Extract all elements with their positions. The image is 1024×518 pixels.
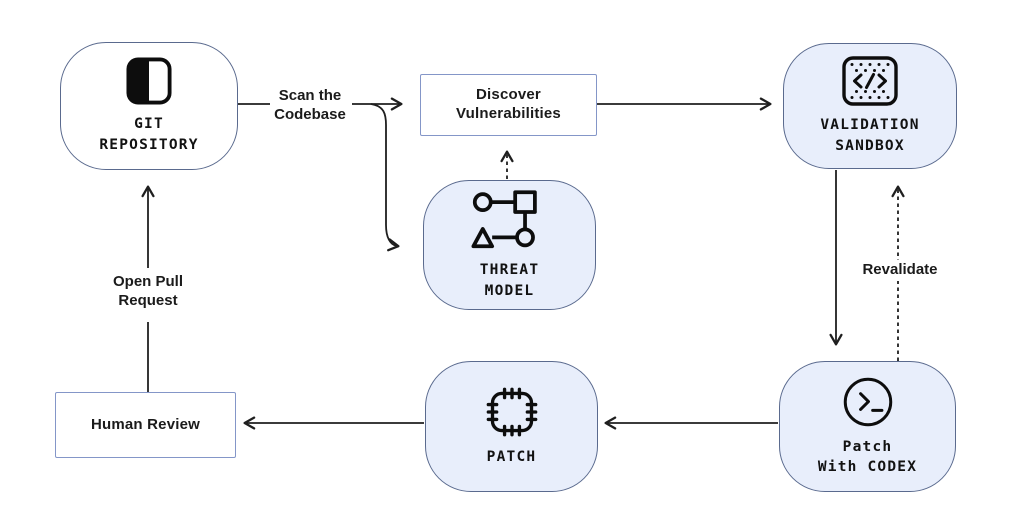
node-label-line: MODEL: [484, 282, 535, 299]
node-threat-model: THREAT MODEL: [423, 180, 596, 310]
node-discover-vulnerabilities: Discover Vulnerabilities: [420, 74, 597, 136]
node-label-line: Discover: [476, 86, 541, 104]
node-patch-with-codex: Patch With CODEX: [779, 361, 956, 492]
node-label-line: Human Review: [90, 415, 201, 433]
node-label-line: Patch: [842, 438, 893, 455]
node-label-line: GIT: [134, 116, 164, 133]
edge-label-open-pull-request: Open Pull Request: [112, 273, 183, 309]
node-label-line: Vulnerabilities: [456, 105, 561, 122]
edge-scan-branch-to-threat-model: [370, 103, 400, 252]
node-label-line: PATCH: [486, 448, 537, 465]
node-label-line: SANDBOX: [835, 137, 905, 154]
code-sandbox-icon: [842, 56, 898, 106]
node-validation-sandbox: VALIDATION SANDBOX: [783, 43, 957, 169]
git-repo-icon: [126, 57, 172, 105]
patch-stitch-icon: [483, 386, 541, 438]
edge-label-revalidate: Revalidate: [856, 260, 944, 281]
node-label-line: REPOSITORY: [99, 136, 199, 153]
node-label-line: THREAT: [479, 262, 540, 279]
node-git-repository: GIT REPOSITORY: [60, 42, 238, 170]
threat-model-icon: [470, 189, 550, 251]
edge-label-scan-codebase: Scan the Codebase: [274, 87, 346, 123]
node-human-review: Human Review: [55, 392, 236, 458]
node-label-line: With CODEX: [817, 459, 918, 475]
node-label-line: VALIDATION: [820, 117, 920, 134]
terminal-icon: [842, 376, 894, 428]
node-patch: PATCH: [425, 361, 598, 492]
